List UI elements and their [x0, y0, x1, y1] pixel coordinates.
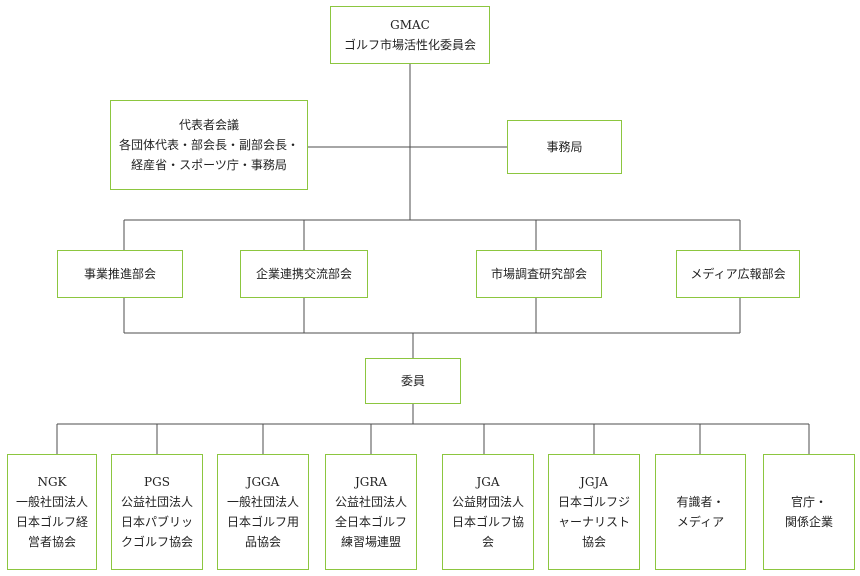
member-box-ngk: NGK 一般社団法人 日本ゴルフ経 営者協会 [7, 454, 97, 570]
member-box-government-companies: 官庁・ 関係企業 [763, 454, 855, 570]
box-text-line: 公益社団法人 [334, 495, 407, 509]
box-text-line: JGJA [580, 475, 608, 489]
member-box-jga: JGA 公益財団法人 日本ゴルフ協 会 [442, 454, 534, 570]
box-text-line: 一般社団法人 [15, 495, 88, 509]
box-text-line: PGS [144, 475, 170, 489]
box-text-line: 有識者・ [676, 495, 725, 509]
box-text-line: 各団体代表・部会長・副部会長・ [118, 138, 299, 152]
gmac-committee-box: GMAC ゴルフ市場活性化委員会 [330, 6, 490, 64]
box-text-line: 代表者会議 [178, 118, 239, 132]
division-box-market-research: 市場調査研究部会 [476, 250, 602, 298]
division-box-corporate-exchange: 企業連携交流部会 [240, 250, 368, 298]
box-text-line: 日本ゴルフ協 [451, 515, 524, 529]
box-text-line: 一般社団法人 [226, 495, 299, 509]
box-text-line: 公益社団法人 [120, 495, 193, 509]
box-text-line: ゴルフ市場活性化委員会 [343, 38, 476, 52]
member-box-jgga: JGGA 一般社団法人 日本ゴルフ用 品協会 [217, 454, 309, 570]
box-text-line: JGRA [354, 475, 388, 489]
division-box-media-pr: メディア広報部会 [676, 250, 800, 298]
box-text-line: 事業推進部会 [83, 267, 156, 281]
box-text-line: 日本ゴルフジ [557, 495, 630, 509]
box-text-line: NGK [37, 475, 67, 489]
box-text-line: 日本ゴルフ用 [226, 515, 299, 529]
box-text-line: 日本ゴルフ経 [15, 515, 88, 529]
box-text-line: 事務局 [546, 140, 583, 154]
box-text-line: メディア広報部会 [690, 267, 786, 281]
member-box-jgja: JGJA 日本ゴルフジ ャーナリスト 協会 [548, 454, 640, 570]
box-text-line: 委員 [400, 374, 425, 388]
box-text-line: GMAC [390, 18, 430, 32]
box-text-line: 経産省・スポーツ庁・事務局 [131, 158, 287, 172]
box-text-line: JGGA [246, 475, 280, 489]
box-text-line: 品協会 [244, 535, 281, 549]
box-text-line: ャーナリスト [557, 515, 630, 529]
box-text-line: クゴルフ協会 [120, 535, 193, 549]
box-text-line: 企業連携交流部会 [255, 267, 352, 281]
box-text-line: 練習場連盟 [340, 535, 401, 549]
secretariat-box: 事務局 [507, 120, 622, 174]
representatives-meeting-box: 代表者会議 各団体代表・部会長・副部会長・ 経産省・スポーツ庁・事務局 [110, 100, 308, 190]
member-box-pgs: PGS 公益社団法人 日本パブリッ クゴルフ協会 [111, 454, 203, 570]
box-text-line: 公益財団法人 [451, 495, 524, 509]
box-text-line: 市場調査研究部会 [490, 267, 587, 281]
box-text-line: 官庁・ [790, 495, 827, 509]
box-text-line: 全日本ゴルフ [334, 515, 407, 529]
box-text-line: 日本パブリッ [120, 515, 193, 529]
box-text-line: JGA [476, 475, 500, 489]
box-text-line: 協会 [581, 535, 606, 549]
member-box-jgra: JGRA 公益社団法人 全日本ゴルフ 練習場連盟 [325, 454, 417, 570]
box-text-line: メディア [676, 515, 725, 529]
members-header-box: 委員 [365, 358, 461, 404]
box-text-line: 営者協会 [27, 535, 76, 549]
division-box-business-promotion: 事業推進部会 [57, 250, 183, 298]
member-box-experts-media: 有識者・ メディア [655, 454, 746, 570]
box-text-line: 会 [481, 535, 494, 549]
box-text-line: 関係企業 [784, 515, 833, 529]
